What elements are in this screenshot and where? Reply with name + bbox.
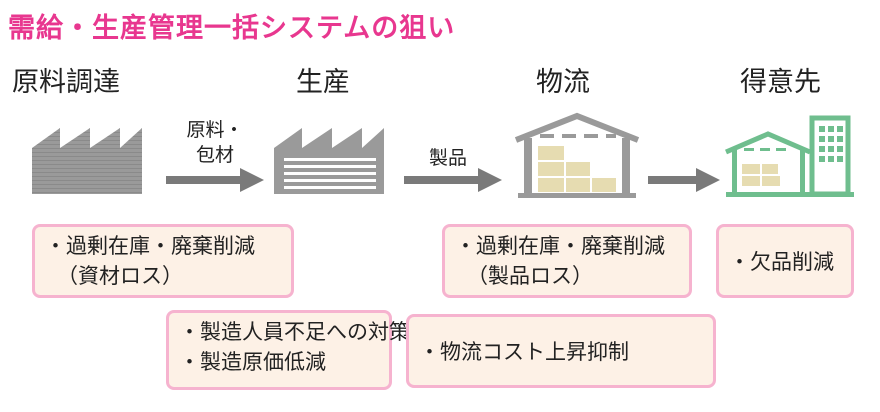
customer-store-icon — [725, 115, 854, 197]
benefit-text: ・物流コスト上昇抑制 — [419, 340, 629, 364]
benefit-box-logistics-loss: ・過剰在庫・廃棄削減 （製品ロス） — [442, 224, 692, 298]
office-building-icon — [809, 115, 851, 197]
benefit-text: ・欠品削減 — [729, 250, 834, 274]
arrow-right-icon — [404, 168, 502, 192]
benefit-text: ・過剰在庫・廃棄削減 — [45, 234, 255, 258]
stage-label-production: 生産 — [296, 67, 350, 98]
flow-label-materials-line2: 包材 — [195, 144, 234, 166]
stage-label-logistics: 物流 — [536, 67, 590, 98]
benefit-box-production: ・製造人員不足への対策 ・製造原価低減 — [166, 310, 410, 390]
benefit-text: ・過剰在庫・廃棄削減 — [455, 234, 665, 258]
production-factory-icon — [274, 128, 384, 194]
flow-label-materials-line1: 原料・ — [186, 119, 244, 141]
benefit-text: （製品ロス） — [467, 264, 593, 288]
arrow-right-icon — [166, 168, 264, 192]
benefit-box-procurement: ・過剰在庫・廃棄削減 （資材ロス） — [32, 224, 294, 298]
page-title: 需給・生産管理一括システムの狙い — [8, 13, 456, 44]
benefit-text: ・製造原価低減 — [179, 350, 326, 374]
flow-label-materials: 原料・ 包材 — [180, 118, 250, 168]
stage-label-procurement: 原料調達 — [12, 67, 120, 98]
flow-label-product: 製品 — [428, 147, 467, 169]
benefit-box-customer: ・欠品削減 — [716, 224, 854, 298]
arrow-right-icon — [648, 168, 720, 192]
warehouse-icon — [514, 112, 640, 198]
benefit-text: （資材ロス） — [57, 264, 183, 288]
benefit-text: ・製造人員不足への対策 — [179, 320, 410, 344]
benefit-box-logistics-cost: ・物流コスト上昇抑制 — [406, 314, 716, 388]
stage-label-customer: 得意先 — [740, 67, 821, 98]
supplier-factory-icon — [32, 128, 142, 194]
